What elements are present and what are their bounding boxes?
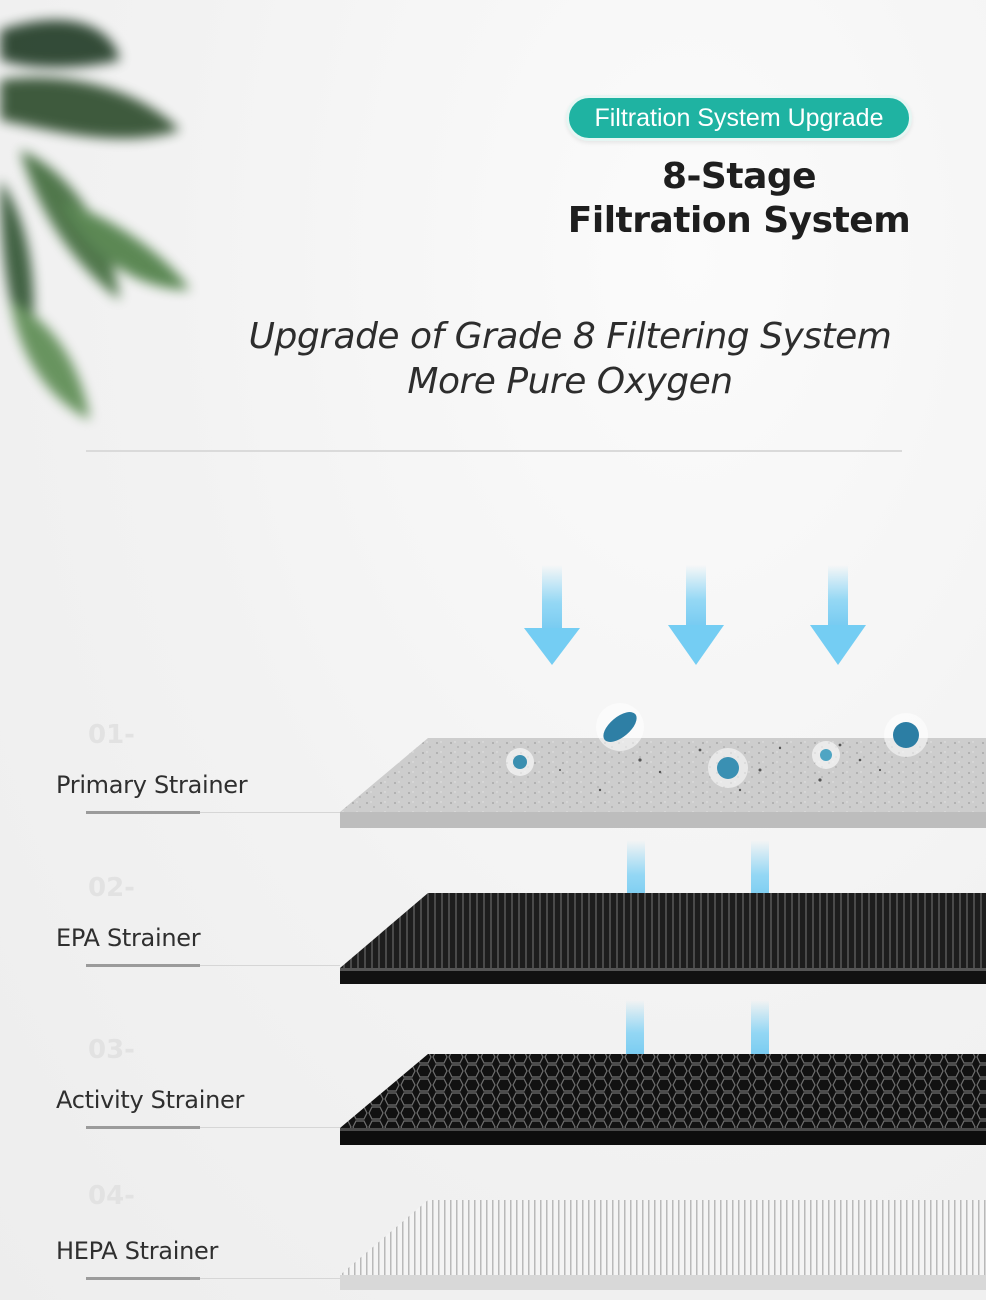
title-line-1: 8-Stage [661, 156, 817, 197]
stage-3-label: Activity Strainer [56, 1086, 245, 1114]
subtitle-line-2: More Pure Oxygen [407, 361, 733, 402]
page-title: 8-Stage Filtration System [560, 155, 918, 243]
leaf-plant-icon [0, 20, 190, 420]
stage-3-underline [86, 1126, 200, 1129]
airflow-arrow-icon [524, 565, 866, 665]
stage-1-leader [200, 812, 340, 813]
stage-3-number: 03- [88, 1035, 135, 1065]
stage-1-number: 01- [88, 720, 135, 750]
stage-1-underline [86, 811, 200, 814]
stage-4-label: HEPA Strainer [56, 1237, 219, 1265]
stage-4-number: 04- [88, 1181, 135, 1211]
stage-2-label: EPA Strainer [56, 924, 201, 952]
subtitle-line-1: Upgrade of Grade 8 Filtering System [248, 316, 892, 357]
subtitle: Upgrade of Grade 8 Filtering System More… [200, 314, 940, 404]
stage-3-leader [200, 1127, 340, 1128]
section-divider [86, 450, 902, 452]
stage-1-label: Primary Strainer [56, 771, 248, 799]
stage-4-underline [86, 1277, 200, 1280]
stage-4-leader [200, 1278, 340, 1279]
stage-2-underline [86, 964, 200, 967]
stage-2-leader [200, 965, 340, 966]
title-line-2: Filtration System [567, 200, 911, 241]
bacteria-particle-icon [506, 703, 928, 788]
upgrade-badge: Filtration System Upgrade [566, 95, 912, 141]
filter-layers-illustration [340, 565, 986, 1290]
stage-2-number: 02- [88, 873, 135, 903]
